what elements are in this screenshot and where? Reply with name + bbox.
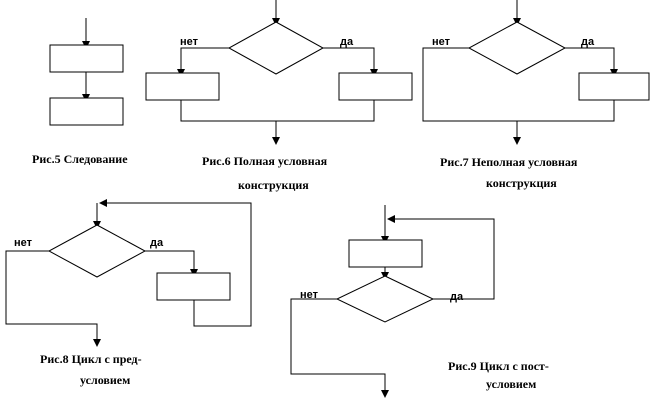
fig6-full-conditional-diagram: нет да Рис.6 Полная условная конструкция bbox=[145, 0, 413, 192]
fig6-caption-line2: конструкция bbox=[238, 178, 309, 192]
fig9-loop-body-block bbox=[348, 239, 423, 268]
fig6-no-branch-line bbox=[177, 47, 229, 77]
fig7-caption-line2: конструкция bbox=[486, 176, 557, 190]
fig7-caption-line1: Рис.7 Неполная условная bbox=[440, 155, 578, 169]
fig9-no-exit-line bbox=[290, 298, 389, 398]
fig8-precondition-loop-diagram: да нет Рис.8 Цикл с пред- условием bbox=[5, 199, 252, 387]
fig8-condition-diamond bbox=[47, 224, 147, 278]
fig6-merge-line bbox=[180, 100, 375, 122]
fig7-process-block bbox=[578, 72, 650, 101]
fig9-yes-loop-back-line bbox=[387, 215, 495, 300]
fig8-caption-line1: Рис.8 Цикл с пред- bbox=[40, 352, 142, 366]
fig6-process-block-right bbox=[338, 72, 413, 101]
fig5-caption: Рис.5 Следование bbox=[32, 152, 128, 166]
fig8-yes-branch-line bbox=[145, 250, 198, 277]
fig6-yes-label: да bbox=[340, 36, 354, 48]
fig8-loop-body-block bbox=[156, 272, 231, 301]
fig6-yes-branch-line bbox=[323, 47, 378, 77]
fig8-caption-line2: условием bbox=[80, 373, 130, 387]
fig7-incomplete-conditional-diagram: нет да Рис.7 Неполная условная конструкц… bbox=[422, 0, 650, 190]
fig7-no-label: нет bbox=[432, 36, 451, 48]
fig9-caption-line1: Рис.9 Цикл с пост- bbox=[448, 359, 549, 373]
fig9-caption-line2: условием bbox=[486, 377, 536, 391]
fig7-yes-branch-line bbox=[565, 47, 618, 77]
fig8-loop-back-line bbox=[99, 199, 252, 327]
fig6-caption-line1: Рис.6 Полная условная bbox=[202, 154, 328, 168]
fig9-condition-diamond bbox=[335, 275, 435, 323]
fig9-no-label: нет bbox=[300, 289, 319, 301]
fig5-process-block-2 bbox=[49, 97, 124, 126]
fig7-no-branch-line bbox=[422, 47, 615, 122]
fig7-condition-diamond bbox=[467, 21, 567, 75]
fig5-sequence-diagram: Рис.5 Следование bbox=[32, 18, 128, 166]
fig9-postcondition-loop-diagram: да нет Рис.9 Цикл с пост- условием bbox=[290, 205, 549, 398]
fig5-process-block-1 bbox=[49, 44, 124, 73]
fig8-yes-label: да bbox=[150, 237, 164, 249]
fig8-no-label: нет bbox=[14, 237, 33, 249]
fig6-process-block-left bbox=[145, 72, 220, 101]
fig6-no-label: нет bbox=[180, 36, 199, 48]
fig9-yes-label: да bbox=[450, 291, 464, 303]
fig7-yes-label: да bbox=[581, 36, 595, 48]
fig6-condition-diamond bbox=[227, 21, 325, 75]
fig8-no-exit-line bbox=[5, 250, 101, 347]
